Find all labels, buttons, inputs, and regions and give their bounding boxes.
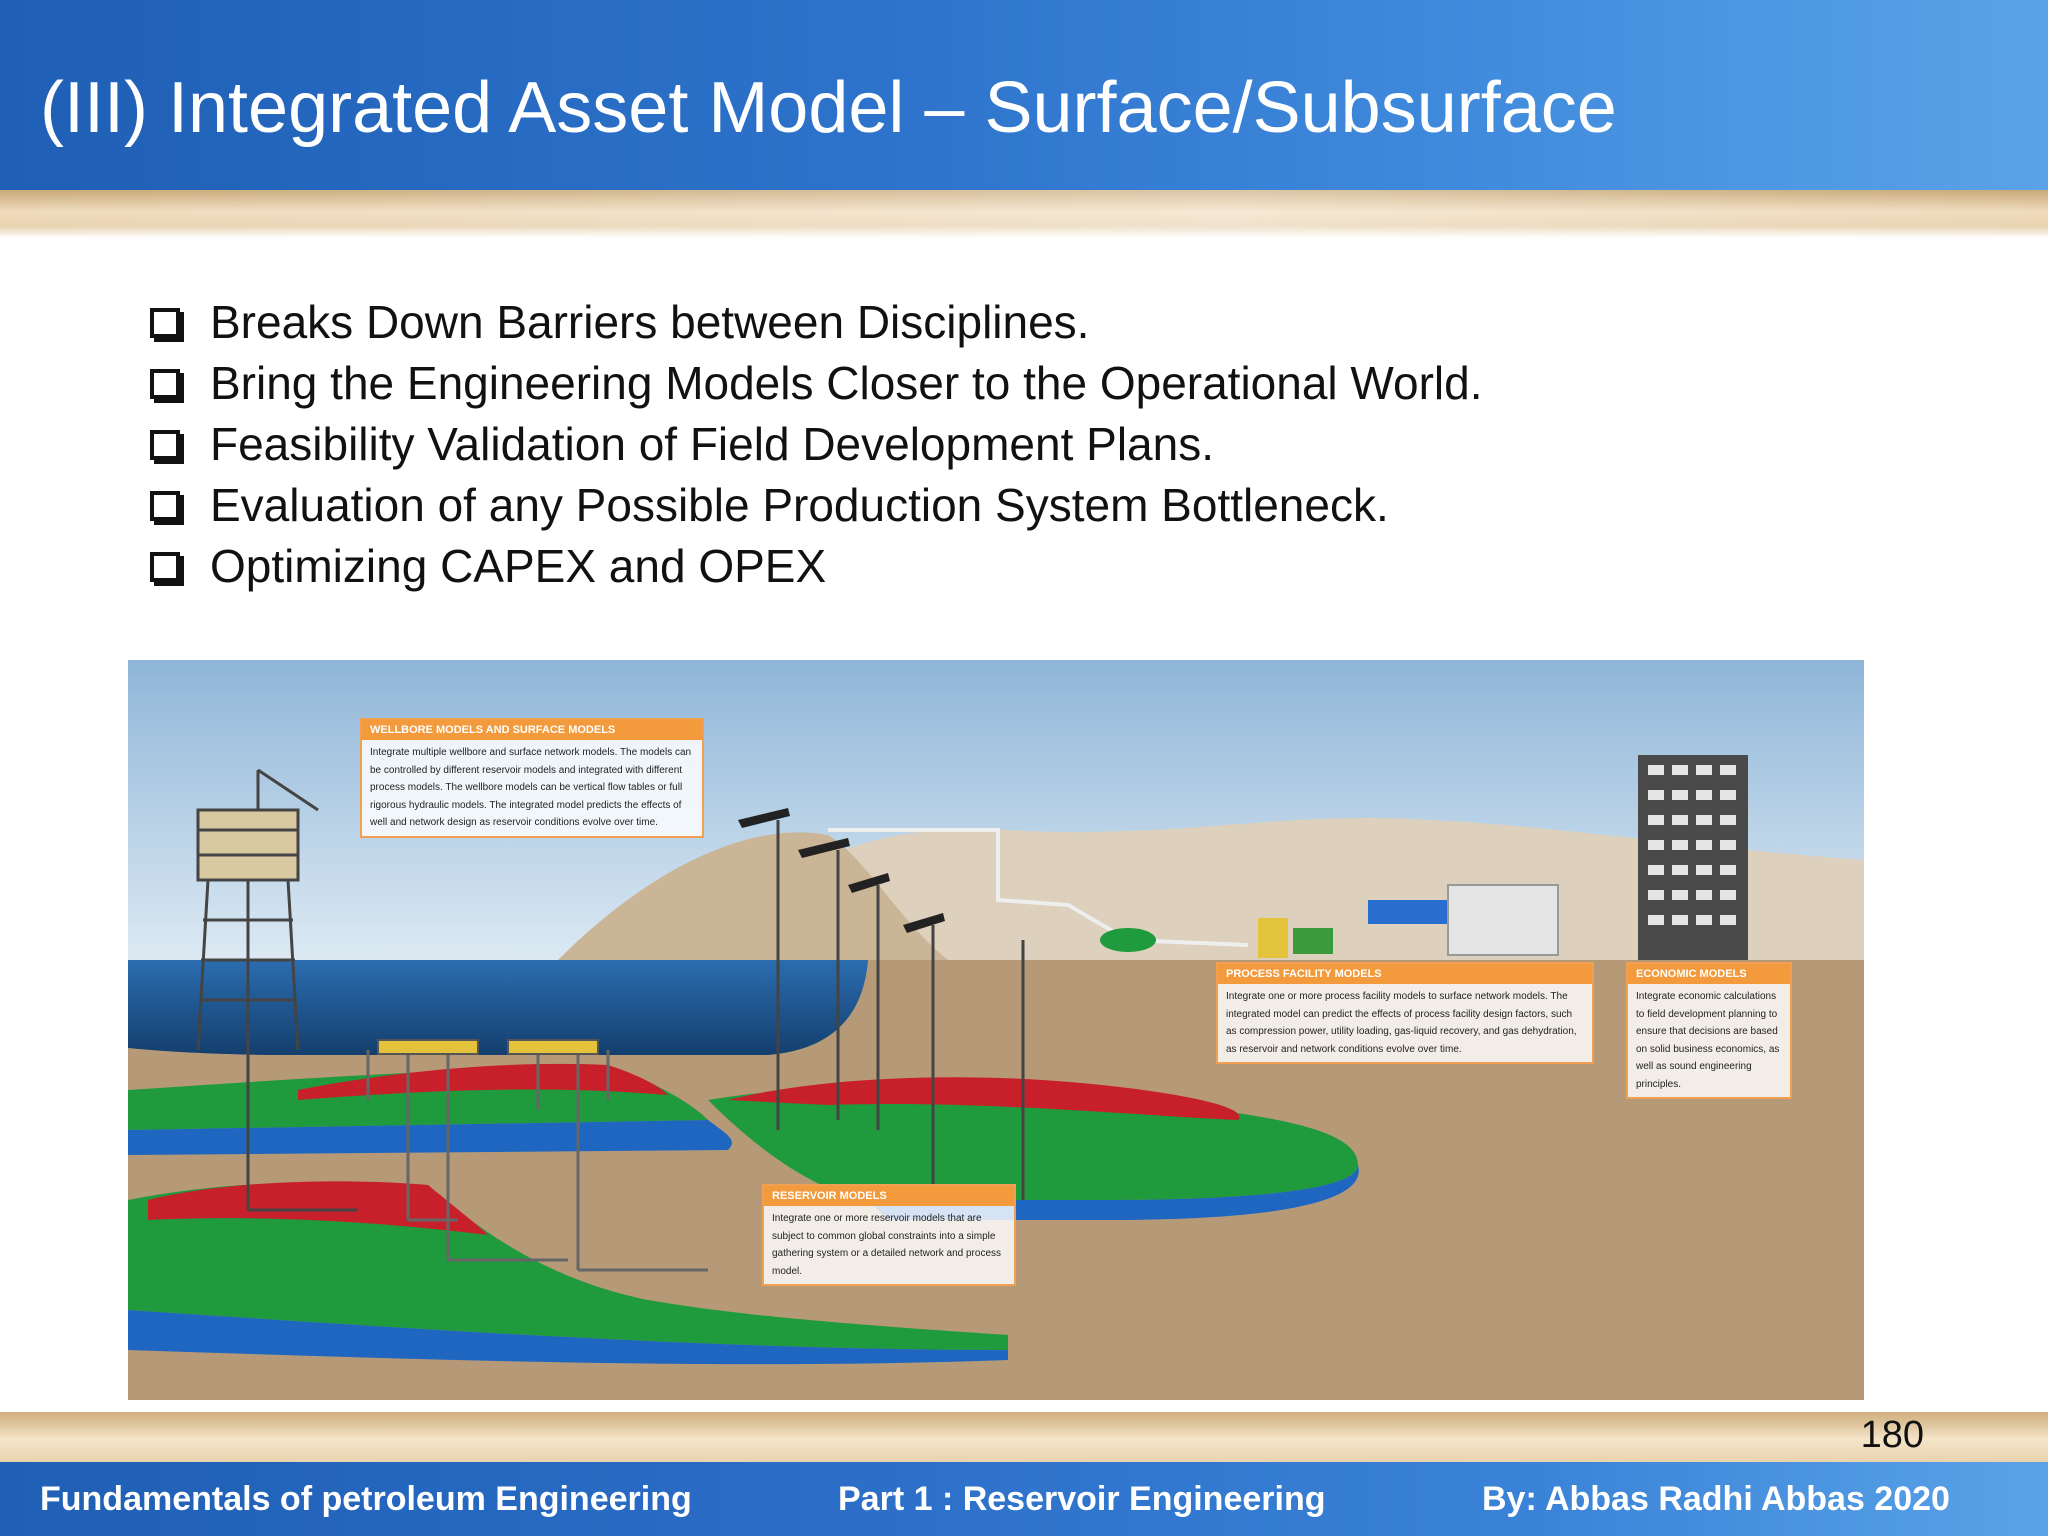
bullet-item: Optimizing CAPEX and OPEX xyxy=(150,536,1483,597)
reservoir-water-layer xyxy=(128,1120,732,1155)
bullet-list: Breaks Down Barriers between Disciplines… xyxy=(150,292,1483,597)
subsea-wells xyxy=(366,1039,708,1272)
header-divider-band xyxy=(0,190,2048,238)
bullet-text: Bring the Engineering Models Closer to t… xyxy=(210,357,1483,409)
office-building xyxy=(1638,755,1748,960)
callout-title: ECONOMIC MODELS xyxy=(1628,964,1790,984)
footer-divider-band xyxy=(0,1412,2048,1462)
pump-jack-icons xyxy=(738,808,945,933)
footer-course-title: Fundamentals of petroleum Engineering xyxy=(40,1480,692,1518)
reservoir-gas-layer xyxy=(128,1182,1008,1350)
reservoir-oil-layer xyxy=(148,1181,488,1235)
reservoir-oil-layer xyxy=(298,1063,668,1100)
checkbox-bullet-icon xyxy=(150,368,180,399)
bullet-item: Feasibility Validation of Field Developm… xyxy=(150,414,1483,475)
bullet-item: Breaks Down Barriers between Disciplines… xyxy=(150,292,1483,353)
slide-footer: Fundamentals of petroleum Engineering Pa… xyxy=(0,1462,2048,1536)
sea xyxy=(128,960,868,1055)
wellbore-models-callout: WELLBORE MODELS AND SURFACE MODELS Integ… xyxy=(360,718,704,838)
callout-text: Integrate one or more process facility m… xyxy=(1226,991,1577,1055)
reservoir-water-layer xyxy=(128,1310,1008,1365)
page-number: 180 xyxy=(1860,1414,1924,1456)
reservoir-oil-layer xyxy=(728,1077,1240,1120)
onshore-wells xyxy=(776,820,1025,1200)
bullet-text: Optimizing CAPEX and OPEX xyxy=(210,540,827,592)
checkbox-bullet-icon xyxy=(150,551,180,582)
checkbox-bullet-icon xyxy=(150,490,180,521)
callout-title: RESERVOIR MODELS xyxy=(764,1186,1014,1206)
callout-title: PROCESS FACILITY MODELS xyxy=(1218,964,1592,984)
checkbox-bullet-icon xyxy=(150,307,180,338)
bullet-item: Bring the Engineering Models Closer to t… xyxy=(150,353,1483,414)
near-hill xyxy=(558,832,948,960)
callout-text: Integrate one or more reservoir models t… xyxy=(772,1213,1002,1277)
footer-author: By: Abbas Radhi Abbas 2020 xyxy=(1482,1480,1950,1518)
bullet-item: Evaluation of any Possible Production Sy… xyxy=(150,475,1483,536)
slide-title: (III) Integrated Asset Model – Surface/S… xyxy=(40,68,1617,148)
process-facility xyxy=(1100,884,1559,958)
economic-models-callout: ECONOMIC MODELS Integrate economic calcu… xyxy=(1626,962,1792,1099)
callout-text: Integrate economic calculations to field… xyxy=(1636,991,1780,1090)
bullet-text: Feasibility Validation of Field Developm… xyxy=(210,418,1214,470)
footer-part-label: Part 1 : Reservoir Engineering xyxy=(838,1480,1326,1518)
offshore-platform xyxy=(196,768,358,1212)
slide-header: (III) Integrated Asset Model – Surface/S… xyxy=(0,0,2048,190)
callout-title: WELLBORE MODELS AND SURFACE MODELS xyxy=(362,720,702,740)
reservoir-models-callout: RESERVOIR MODELS Integrate one or more r… xyxy=(762,1184,1016,1286)
distant-hills xyxy=(688,817,1864,960)
bullet-text: Evaluation of any Possible Production Sy… xyxy=(210,479,1389,531)
checkbox-bullet-icon xyxy=(150,429,180,460)
callout-text: Integrate multiple wellbore and surface … xyxy=(370,747,692,828)
process-facility-models-callout: PROCESS FACILITY MODELS Integrate one or… xyxy=(1216,962,1594,1064)
bullet-text: Breaks Down Barriers between Disciplines… xyxy=(210,296,1090,348)
integrated-asset-diagram: WELLBORE MODELS AND SURFACE MODELS Integ… xyxy=(128,660,1864,1400)
